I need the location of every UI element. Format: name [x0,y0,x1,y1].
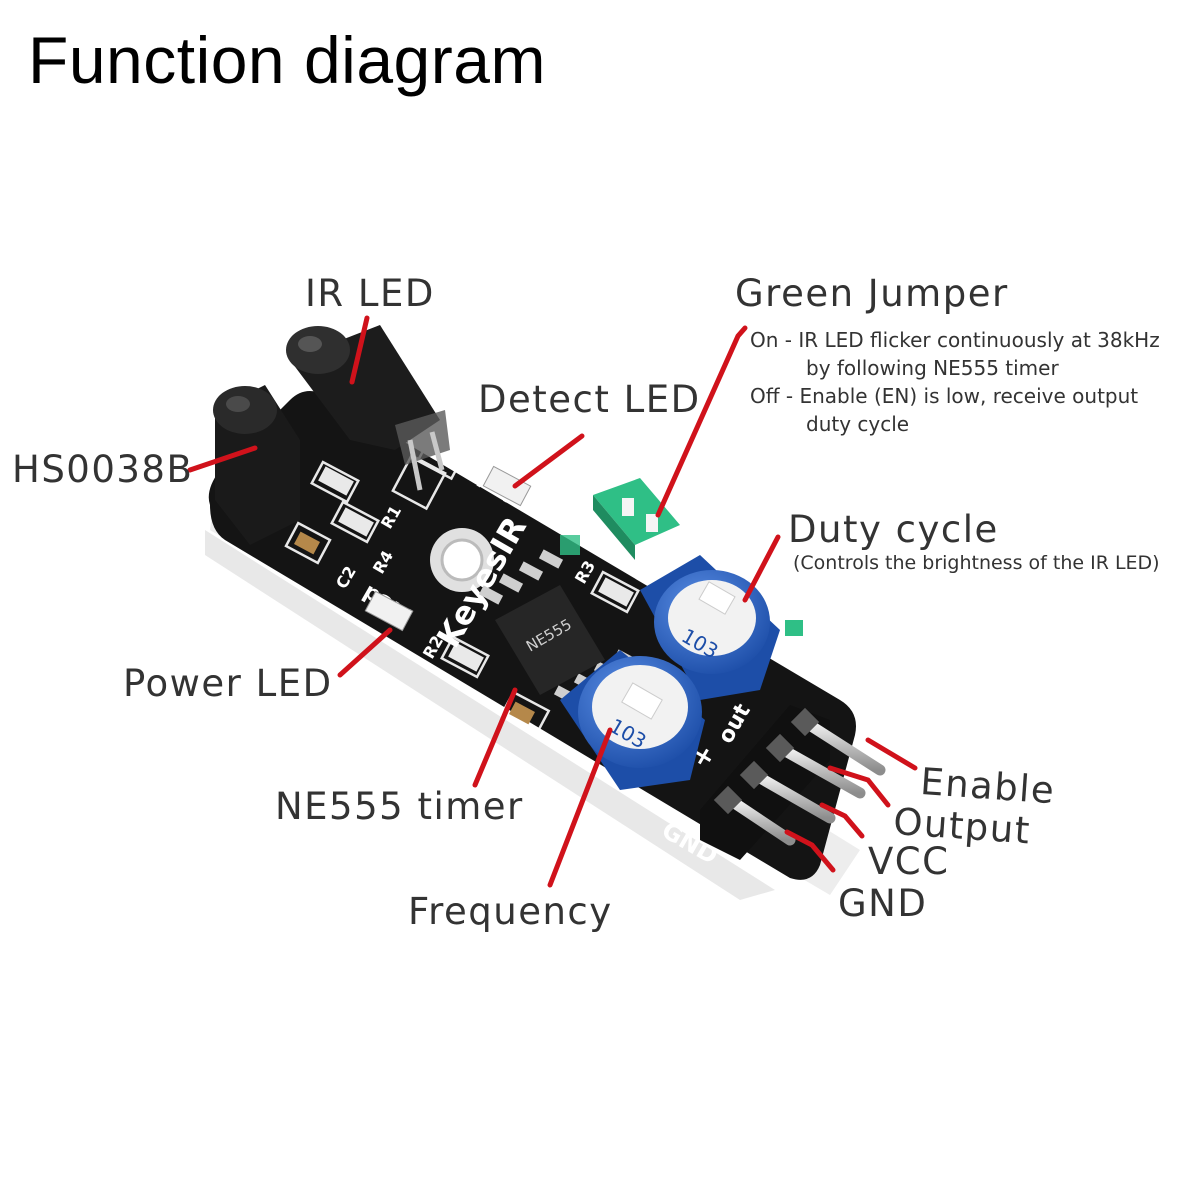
pointer-duty-cycle [742,534,781,603]
pointer-hs0038b [187,445,258,473]
hs0038b-label: HS0038B [12,448,194,491]
detect-led-label: Detect LED [478,378,701,421]
pointer-frequency [547,727,613,888]
pointer-ir-led [349,315,370,385]
power-led-label: Power LED [123,662,333,705]
pointer-green-jumper [655,325,748,518]
gnd-label: GND [838,882,928,925]
pointer-ne555 [472,687,518,788]
duty-cycle-label: Duty cycle [788,508,999,551]
power-led-component [364,590,414,632]
pointer-gnd [784,829,836,873]
green-jumper-label: Green Jumper [735,272,1009,315]
jumper-on-line1: - IR LED flicker continuously at 38kHz [784,328,1160,352]
pointer-output [827,765,891,808]
vcc-label: VCC [868,840,950,883]
pointer-vcc [819,802,865,839]
jumper-on-line2: by following NE555 timer [806,356,1059,380]
duty-cycle-pot: 103 [640,555,780,700]
jumper-off-line1: - Enable (EN) is low, receive output [785,384,1139,408]
frequency-pot: 103 [560,650,705,790]
ir-led-label: IR LED [305,272,435,315]
detect-led-component [482,465,532,507]
duty-cycle-note: (Controls the brightness of the IR LED) [793,552,1160,574]
jumper-on-note: On - IR LED flicker continuously at 38kH… [750,326,1160,354]
ir-led-component [286,325,450,491]
jumper-off-line2: duty cycle [806,412,910,436]
frequency-label: Frequency [408,890,613,933]
page-title: Function diagram [28,23,546,97]
ne555-timer-label: NE555 timer [275,785,524,828]
pin-header [700,705,886,860]
jumper-on-key: On [750,328,779,352]
pointer-power-led [337,627,393,678]
board-edge [205,530,775,900]
jumper-off-key: Off [750,384,780,408]
green-jumper-component [593,478,680,560]
jumper-off-note: Off - Enable (EN) is low, receive output [750,382,1138,410]
pointer-enable [865,737,918,771]
hs0038b-receiver [213,385,300,545]
pointer-detect-led [512,433,585,489]
